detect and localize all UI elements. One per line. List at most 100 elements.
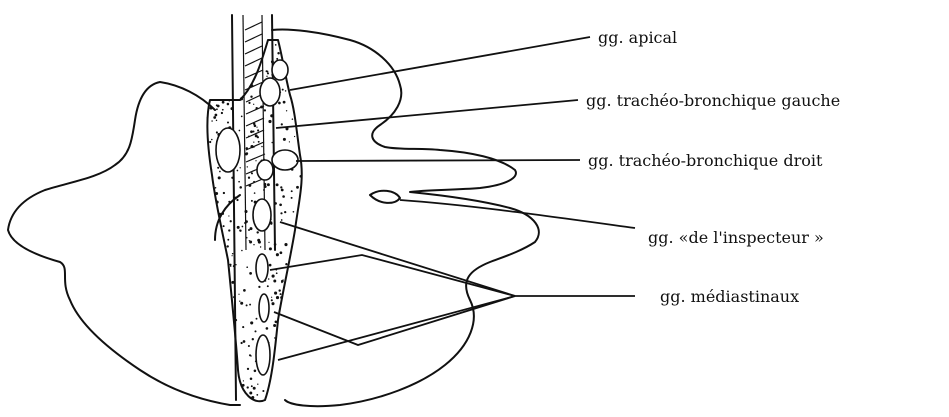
stipple-dot xyxy=(292,118,294,120)
apical-node xyxy=(260,78,280,106)
stipple-dot xyxy=(250,378,253,381)
stipple-dot xyxy=(248,136,250,138)
stipple-dot xyxy=(216,120,217,121)
stipple-dot xyxy=(268,278,270,280)
stipple-dot xyxy=(228,229,230,231)
label-mediastinaux: gg. médiastinaux xyxy=(660,287,799,306)
stipple-dot xyxy=(222,109,224,111)
left-lung-outline xyxy=(8,82,240,405)
stipple-dot xyxy=(257,384,258,385)
stipple-dot xyxy=(235,319,237,321)
stipple-dot xyxy=(281,123,283,125)
stipple-dot xyxy=(273,324,276,327)
stipple-dot xyxy=(251,172,253,174)
stipple-dot xyxy=(250,145,253,148)
stipple-dot xyxy=(281,189,284,192)
stipple-dot xyxy=(247,368,249,370)
stipple-dot xyxy=(226,245,228,247)
stipple-dot xyxy=(274,243,277,246)
apical-node-2 xyxy=(272,60,288,80)
stipple-dot xyxy=(300,175,303,178)
stipple-dot xyxy=(239,230,241,232)
stipple-dot xyxy=(237,170,239,172)
stipple-dot xyxy=(228,201,230,203)
stipple-dot xyxy=(253,387,256,390)
stipple-dot xyxy=(215,187,217,189)
stipple-dot xyxy=(227,103,230,106)
label-apical: gg. apical xyxy=(598,28,677,47)
stipple-dot xyxy=(220,215,222,217)
stipple-dot xyxy=(286,110,287,111)
stipple-dot xyxy=(261,107,262,108)
stipple-dot xyxy=(246,147,248,149)
stipple-dot xyxy=(230,220,232,222)
stipple-dot xyxy=(207,117,209,119)
stipple-dot xyxy=(216,108,218,110)
stipple-dot xyxy=(223,225,225,227)
leader-inspecteur xyxy=(400,200,635,228)
stipple-dot xyxy=(216,131,218,133)
stipple-dot xyxy=(228,215,229,216)
stipple-dot xyxy=(215,114,218,117)
stipple-dot xyxy=(254,192,256,194)
label-tracheo-gauche: gg. trachéo-bronchique gauche xyxy=(586,91,840,110)
stipple-dot xyxy=(233,265,235,267)
stipple-dot xyxy=(251,84,254,87)
stipple-dot xyxy=(247,386,249,388)
stipple-dot xyxy=(249,240,250,241)
stipple-dot xyxy=(274,292,277,295)
stipple-dot xyxy=(211,139,213,141)
stipple-dot xyxy=(243,340,246,343)
stipple-dot xyxy=(253,181,255,183)
stipple-dot xyxy=(213,116,216,119)
stipple-dot xyxy=(258,286,260,288)
stipple-dot xyxy=(255,160,256,161)
stipple-dot xyxy=(250,96,252,98)
stipple-dot xyxy=(241,250,243,252)
stipple-dot xyxy=(240,97,243,100)
stipple-dot xyxy=(242,226,244,228)
stipple-dot xyxy=(278,102,281,105)
stipple-dot xyxy=(221,112,223,114)
stipple-dot xyxy=(238,294,239,295)
stipple-dot xyxy=(280,296,283,299)
stipple-dot xyxy=(257,136,259,138)
stipple-dot xyxy=(282,195,285,198)
stipple-dot xyxy=(251,396,254,399)
stipple-dot xyxy=(281,219,283,221)
stipple-dot xyxy=(247,166,248,167)
stipple-dot xyxy=(276,253,279,256)
stipple-dot xyxy=(238,181,240,183)
leader-mediastinaux-2 xyxy=(270,255,515,296)
stipple-dot xyxy=(248,229,250,231)
stipple-dot xyxy=(219,213,222,216)
leader-mediastinaux-3 xyxy=(274,296,515,345)
mediastinal-node-2 xyxy=(256,254,268,282)
leader-tracheo-droit xyxy=(296,160,580,161)
stipple-dot xyxy=(285,263,287,265)
stipple-dot xyxy=(270,114,273,117)
stipple-dot xyxy=(217,167,219,169)
stipple-dot xyxy=(284,243,287,246)
stipple-dot xyxy=(266,76,267,77)
stipple-dot xyxy=(254,370,257,373)
stipple-dot xyxy=(256,318,258,320)
mediastinal-node-3 xyxy=(259,294,269,322)
stipple-dot xyxy=(249,392,252,395)
stipple-dot xyxy=(229,100,231,102)
stipple-dot xyxy=(267,183,270,186)
stipple-dot xyxy=(268,242,269,243)
stipple-dot xyxy=(219,171,221,173)
stipple-dot xyxy=(250,130,253,133)
stipple-dot xyxy=(278,310,280,312)
stipple-dot xyxy=(294,136,295,137)
stipple-dot xyxy=(222,101,225,104)
stipple-dot xyxy=(267,72,269,74)
stipple-dot xyxy=(262,390,264,392)
stipple-dot xyxy=(248,102,250,104)
stipple-dot xyxy=(227,121,229,123)
stipple-dot xyxy=(271,297,272,298)
stipple-dot xyxy=(261,146,263,148)
stipple-dot xyxy=(239,301,240,302)
stipple-dot xyxy=(253,244,254,245)
